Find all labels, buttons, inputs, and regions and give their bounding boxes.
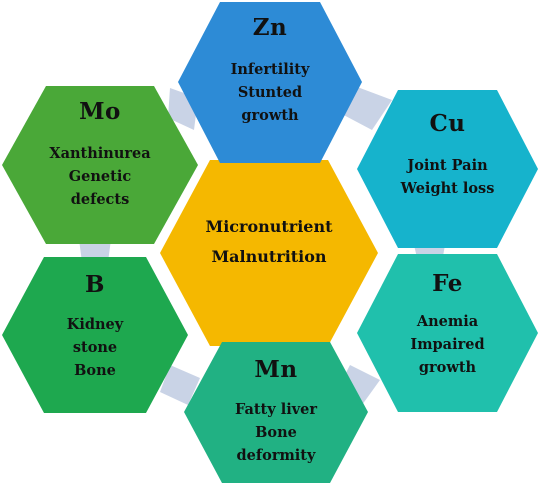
mo-effects: Xanthinurea Genetic defects (0, 142, 200, 211)
zn-effect-3: growth (241, 107, 299, 124)
hexagon-cu-shape (357, 90, 538, 248)
b-effect-1: Kidney (66, 316, 124, 333)
mn-effect-2: Bone (255, 424, 297, 441)
hexagon-mo: Mo Xanthinurea Genetic defects (0, 84, 200, 246)
mo-symbol: Mo (79, 98, 121, 125)
mo-effect-1: Xanthinurea (49, 145, 151, 162)
b-effects: Kidney stone Bone (0, 313, 190, 382)
fe-effects: Anemia Impaired growth (355, 310, 540, 379)
zn-effect-2: Stunted (237, 84, 303, 101)
hexagon-mn: Mn Fatty liver Bone deformity (182, 340, 370, 485)
hexagon-zn: Zn Infertility Stunted growth (176, 0, 364, 165)
mn-effects: Fatty liver Bone deformity (182, 398, 370, 467)
center-line-2: Malnutrition (211, 247, 327, 266)
cu-effects: Joint Pain Weight loss (355, 154, 540, 200)
b-symbol: B (85, 271, 105, 298)
fe-symbol: Fe (432, 270, 463, 297)
hexagon-cu: Cu Joint Pain Weight loss (355, 88, 540, 250)
mn-symbol: Mn (254, 356, 298, 383)
mn-effect-1: Fatty liver (234, 401, 318, 418)
hexagon-b: B Kidney stone Bone (0, 255, 190, 415)
mo-effect-3: defects (70, 191, 130, 208)
fe-effect-2: Impaired (410, 336, 485, 353)
hexagon-zn-shape (178, 2, 362, 163)
fe-effect-3: growth (418, 359, 477, 376)
b-effect-2: stone (72, 339, 118, 356)
connector-mn-b (160, 365, 200, 405)
hexagon-fe: Fe Anemia Impaired growth (355, 252, 540, 414)
fe-effect-1: Anemia (416, 313, 479, 330)
hexagon-mn-shape (184, 342, 368, 483)
mn-effect-3: deformity (236, 447, 316, 464)
mo-effect-2: Genetic (68, 168, 132, 185)
cu-effect-2: Weight loss (400, 180, 495, 197)
b-effect-3: Bone (74, 362, 116, 379)
hexagon-b-shape (2, 257, 188, 413)
hexagon-mo-shape (2, 86, 198, 244)
zn-effects: Infertility Stunted growth (176, 58, 364, 127)
cu-symbol: Cu (429, 110, 466, 137)
hexagon-fe-shape (357, 254, 538, 412)
zn-effect-1: Infertility (230, 61, 310, 78)
center-hexagon-shape (160, 160, 378, 346)
zn-symbol: Zn (252, 14, 288, 41)
center-line-1: Micronutrient (205, 217, 333, 236)
cu-effect-1: Joint Pain (407, 157, 488, 174)
center-hexagon: Micronutrient Malnutrition (158, 158, 380, 348)
center-title: Micronutrient Malnutrition (158, 212, 380, 272)
